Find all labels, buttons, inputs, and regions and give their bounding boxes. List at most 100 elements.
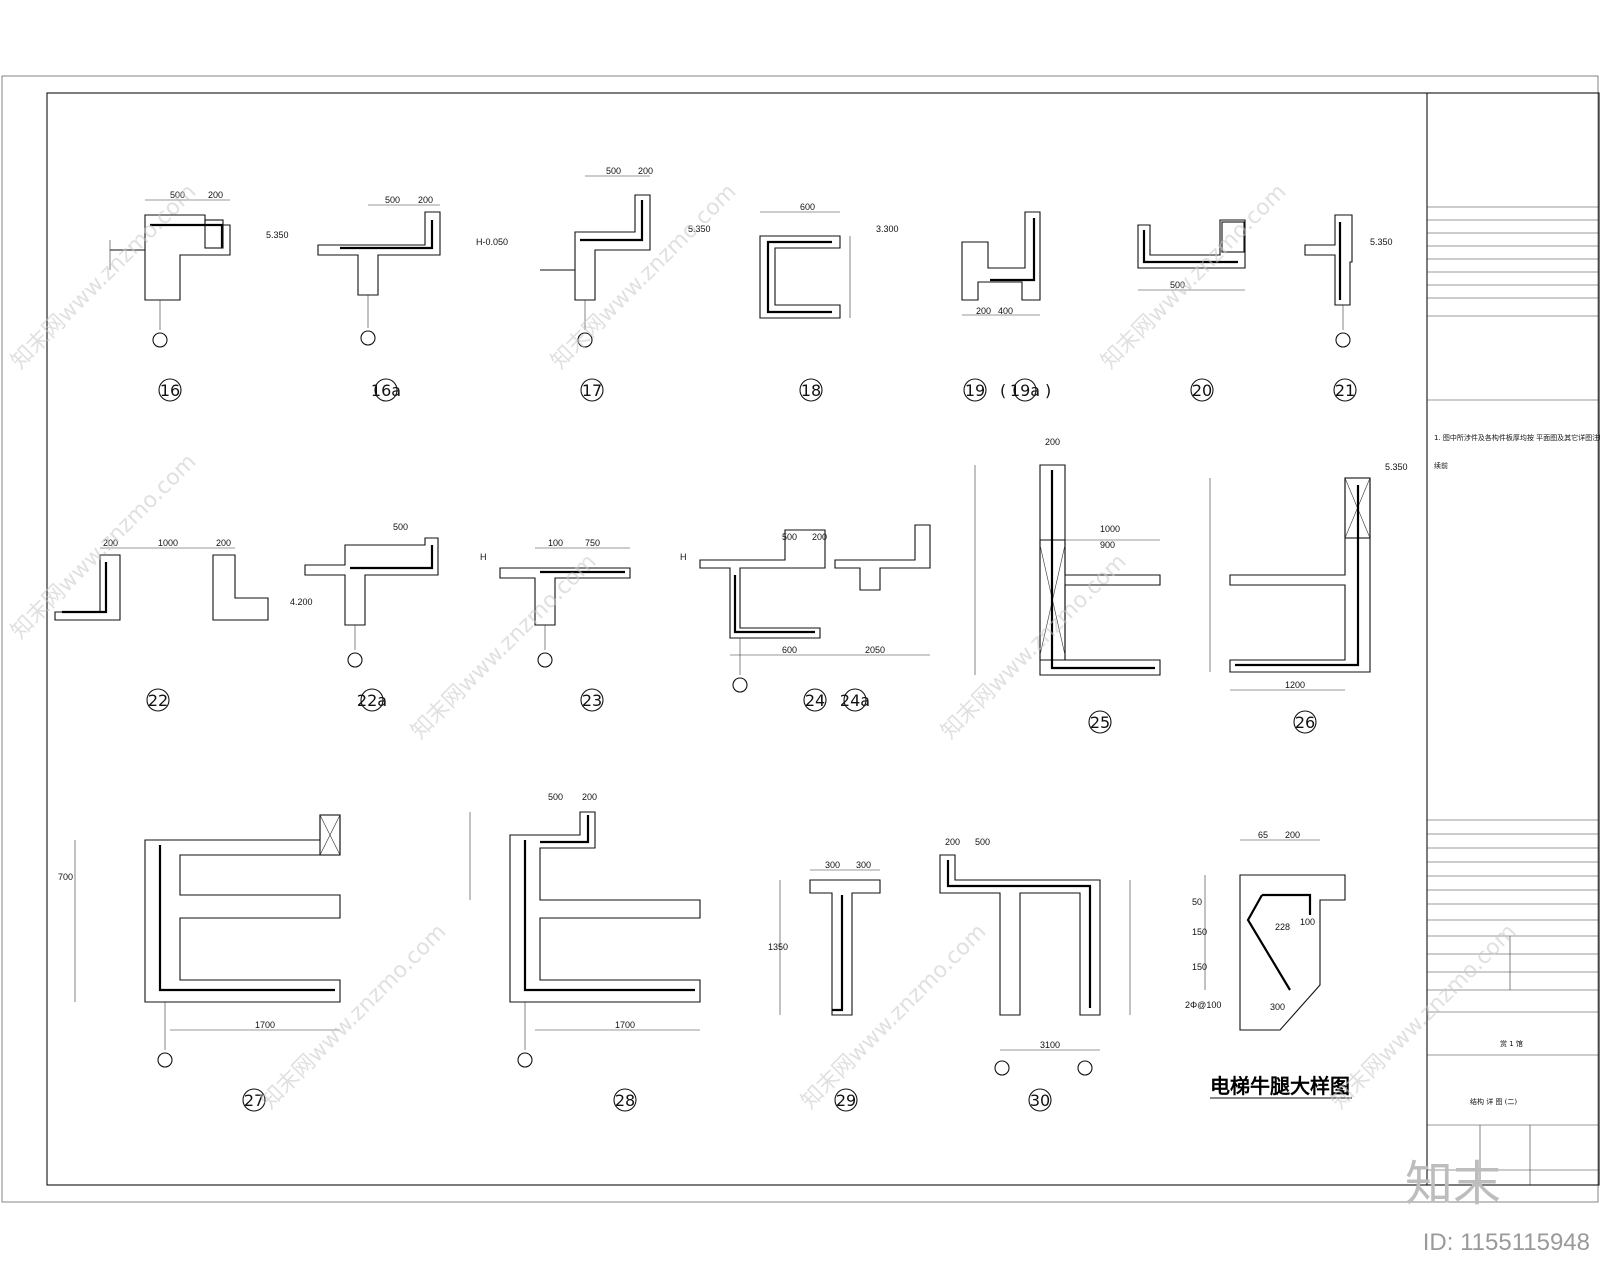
svg-text:65: 65 bbox=[1258, 830, 1268, 840]
general-notes-extra: 续前 bbox=[1434, 461, 1448, 470]
svg-text:知末网www.znzmo.com: 知末网www.znzmo.com bbox=[407, 549, 602, 744]
detail-18: 600 3.300 18 bbox=[759, 202, 899, 402]
svg-text:H: H bbox=[480, 552, 487, 562]
svg-text:150: 150 bbox=[1192, 927, 1207, 937]
inner-border bbox=[46, 92, 1600, 1186]
detail-16: 500 200 5.350 16 bbox=[109, 190, 289, 402]
svg-text:知末网www.znzmo.com: 知末网www.znzmo.com bbox=[257, 919, 452, 1114]
title-block: 1. 图中所涉件及各构件板厚均按 平面图及其它详图注明。 续前 赏 1 馆 结构… bbox=[1427, 206, 1600, 1185]
svg-text:200: 200 bbox=[208, 190, 223, 200]
svg-text:): ) bbox=[1045, 381, 1051, 400]
svg-text:1700: 1700 bbox=[615, 1020, 635, 1030]
general-notes: 1. 图中所涉件及各构件板厚均按 平面图及其它详图注明。 bbox=[1434, 433, 1600, 442]
elevator-corbel-detail: 65 200 50 150 150 228 100 300 2Φ@100 电梯牛… bbox=[1185, 830, 1352, 1099]
detail-22: 200 1000 200 4.200 22 bbox=[54, 538, 313, 712]
detail-21: 5.350 21 bbox=[1304, 214, 1393, 402]
watermarks: 知末网www.znzmo.com 知末网www.znzmo.com 知末网www… bbox=[7, 179, 1522, 1114]
project-name: 赏 1 馆 bbox=[1500, 1039, 1523, 1048]
detail-mark: 24 bbox=[805, 691, 825, 710]
svg-text:1200: 1200 bbox=[1285, 680, 1305, 690]
svg-text:5.350: 5.350 bbox=[1370, 237, 1393, 247]
detail-25: 200 1000 900 25 bbox=[974, 437, 1161, 734]
svg-text:1700: 1700 bbox=[255, 1020, 275, 1030]
svg-text:5.350: 5.350 bbox=[266, 230, 289, 240]
svg-text:200: 200 bbox=[1285, 830, 1300, 840]
detail-24: 500 200 600 2050 24 24a bbox=[699, 524, 931, 712]
svg-text:700: 700 bbox=[58, 872, 73, 882]
detail-mark: 18 bbox=[801, 381, 821, 400]
detail-mark: 19 bbox=[965, 381, 985, 400]
detail-mark: 16a bbox=[371, 381, 401, 400]
svg-text:500: 500 bbox=[170, 190, 185, 200]
elevator-detail-title: 电梯牛腿大样图 bbox=[1210, 1074, 1350, 1098]
detail-22a: 500 H 22a bbox=[304, 522, 487, 712]
svg-text:知末网www.znzmo.com: 知末网www.znzmo.com bbox=[1097, 179, 1292, 374]
detail-mark: 29 bbox=[836, 1091, 856, 1110]
svg-text:200: 200 bbox=[945, 837, 960, 847]
svg-text:600: 600 bbox=[782, 645, 797, 655]
svg-text:2050: 2050 bbox=[865, 645, 885, 655]
svg-text:(: ( bbox=[1000, 381, 1006, 400]
svg-text:H: H bbox=[680, 552, 687, 562]
detail-mark: 22 bbox=[148, 691, 168, 710]
image-id: ID: 1155115948 bbox=[1423, 1229, 1590, 1256]
svg-text:400: 400 bbox=[998, 306, 1013, 316]
svg-text:100: 100 bbox=[1300, 917, 1315, 927]
svg-text:知末网www.znzmo.com: 知末网www.znzmo.com bbox=[547, 179, 742, 374]
detail-mark: 30 bbox=[1030, 1091, 1050, 1110]
detail-mark-secondary: 24a bbox=[840, 691, 870, 710]
svg-text:900: 900 bbox=[1100, 540, 1115, 550]
svg-text:3.300: 3.300 bbox=[876, 224, 899, 234]
detail-mark: 26 bbox=[1295, 713, 1315, 732]
svg-text:228: 228 bbox=[1275, 922, 1290, 932]
detail-mark: 22a bbox=[357, 691, 387, 710]
detail-mark-secondary: 19a bbox=[1010, 381, 1040, 400]
svg-text:2Φ@100: 2Φ@100 bbox=[1185, 1000, 1221, 1010]
svg-text:5.350: 5.350 bbox=[688, 224, 711, 234]
svg-text:200: 200 bbox=[812, 532, 827, 542]
svg-text:200: 200 bbox=[976, 306, 991, 316]
svg-text:500: 500 bbox=[606, 166, 621, 176]
svg-text:500: 500 bbox=[1170, 280, 1185, 290]
svg-text:500: 500 bbox=[393, 522, 408, 532]
svg-text:500: 500 bbox=[782, 532, 797, 542]
detail-27: 700 1700 27 bbox=[58, 814, 341, 1112]
svg-text:3100: 3100 bbox=[1040, 1040, 1060, 1050]
svg-text:200: 200 bbox=[638, 166, 653, 176]
detail-mark: 27 bbox=[244, 1091, 264, 1110]
svg-text:1000: 1000 bbox=[158, 538, 178, 548]
brand-logo: 知末 bbox=[1405, 1156, 1501, 1212]
sheet-title: 结构 详 图 (二) bbox=[1470, 1097, 1517, 1106]
outer-border bbox=[1, 75, 1599, 1203]
svg-text:750: 750 bbox=[585, 538, 600, 548]
detail-mark: 28 bbox=[615, 1091, 635, 1110]
detail-mark: 20 bbox=[1192, 381, 1212, 400]
svg-text:200: 200 bbox=[1045, 437, 1060, 447]
svg-text:知末网www.znzmo.com: 知末网www.znzmo.com bbox=[7, 179, 202, 374]
svg-text:300: 300 bbox=[856, 860, 871, 870]
detail-16a: 500 200 H-0.050 16a bbox=[317, 195, 508, 402]
svg-text:知末网www.znzmo.com: 知末网www.znzmo.com bbox=[1327, 919, 1522, 1114]
svg-text:1350: 1350 bbox=[768, 942, 788, 952]
detail-30: 200 500 3100 30 bbox=[939, 837, 1131, 1112]
svg-text:600: 600 bbox=[800, 202, 815, 212]
svg-text:200: 200 bbox=[418, 195, 433, 205]
svg-text:知末网www.znzmo.com: 知末网www.znzmo.com bbox=[797, 919, 992, 1114]
svg-text:200: 200 bbox=[216, 538, 231, 548]
svg-text:50: 50 bbox=[1192, 897, 1202, 907]
svg-text:100: 100 bbox=[548, 538, 563, 548]
svg-text:300: 300 bbox=[1270, 1002, 1285, 1012]
svg-text:4.200: 4.200 bbox=[290, 597, 313, 607]
detail-17: 500 200 5.350 17 bbox=[540, 166, 711, 402]
svg-text:5.350: 5.350 bbox=[1385, 462, 1408, 472]
detail-19: 200 400 19 ( 19a ) bbox=[961, 211, 1051, 402]
detail-29: 300 300 1350 29 bbox=[768, 860, 881, 1112]
svg-text:200: 200 bbox=[103, 538, 118, 548]
detail-20: 500 20 bbox=[1137, 219, 1246, 402]
svg-text:500: 500 bbox=[385, 195, 400, 205]
detail-mark: 17 bbox=[582, 381, 602, 400]
detail-26: 5.350 1200 26 bbox=[1209, 462, 1408, 734]
svg-text:150: 150 bbox=[1192, 962, 1207, 972]
svg-text:500: 500 bbox=[975, 837, 990, 847]
